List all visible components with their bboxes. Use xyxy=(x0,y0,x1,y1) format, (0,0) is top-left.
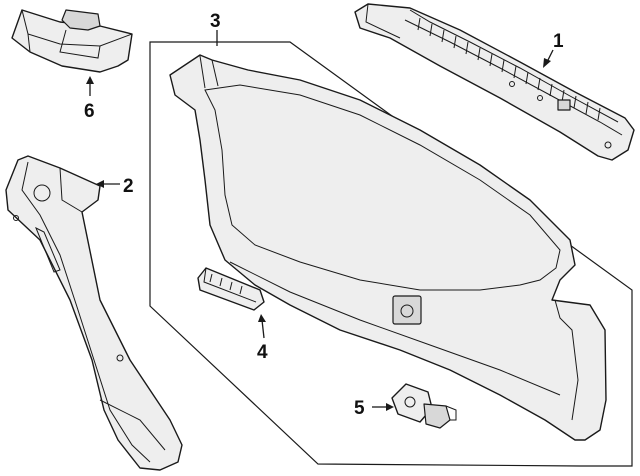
callout-4: 4 xyxy=(257,342,268,363)
part5-switch xyxy=(391,383,457,429)
part4-clip xyxy=(197,267,265,311)
leaders xyxy=(86,30,554,411)
part1-ribs xyxy=(417,17,601,121)
callout-6: 6 xyxy=(84,101,95,122)
callout-5: 5 xyxy=(354,398,365,419)
callout-2: 2 xyxy=(123,176,134,197)
part3-liftgate-trim-panel xyxy=(169,54,607,441)
callout-1: 1 xyxy=(553,31,564,52)
part2-pillar-trim xyxy=(5,155,183,471)
part1-upper-trim-rail xyxy=(354,3,635,161)
part3-frame xyxy=(149,41,633,467)
part6-corner-bracket xyxy=(11,9,133,73)
callout-3: 3 xyxy=(210,11,221,32)
